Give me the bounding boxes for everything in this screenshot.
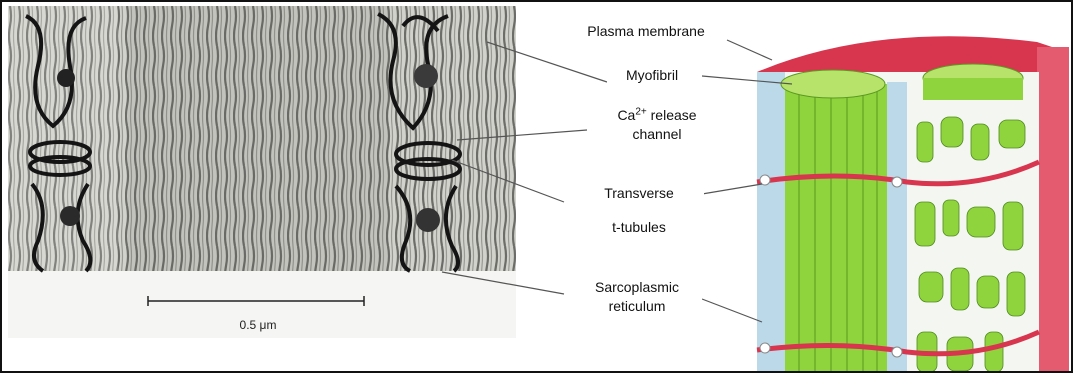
scale-bar-label: 0.5 μm <box>223 318 293 332</box>
label-ca-line2: channel <box>592 125 722 144</box>
label-transverse: Transverse <box>574 184 704 203</box>
label-plasma-membrane: Plasma membrane <box>566 22 726 41</box>
label-ca-release-channel: Ca2+ release channel <box>592 106 722 144</box>
label-t-tubules: t-tubules <box>574 218 704 237</box>
label-ca-line1: Ca2+ release <box>592 106 722 125</box>
electron-micrograph: 0.5 μm <box>8 6 516 338</box>
muscle-fiber-illustration <box>737 32 1069 373</box>
label-sarcoplasmic-reticulum: Sarcoplasmic reticulum <box>572 278 702 316</box>
micrograph-image <box>8 6 516 338</box>
label-sarco-line2: reticulum <box>572 297 702 316</box>
label-myofibril: Myofibril <box>607 66 697 85</box>
label-sarco-line1: Sarcoplasmic <box>572 278 702 297</box>
illustration-image <box>737 32 1069 373</box>
